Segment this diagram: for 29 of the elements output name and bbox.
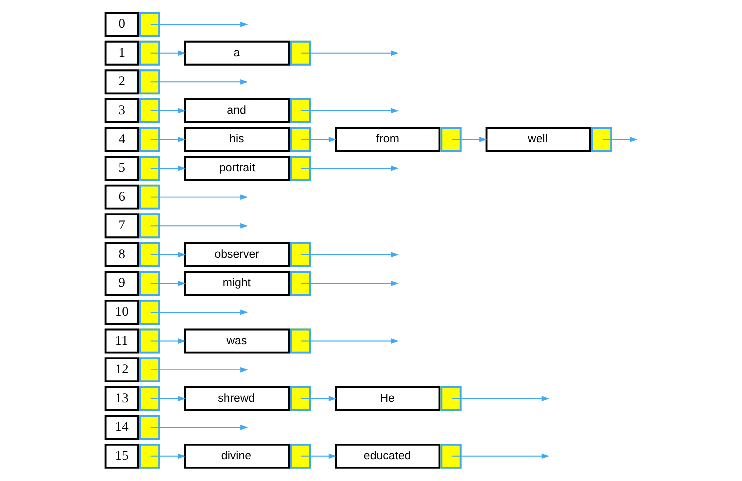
arrow	[301, 50, 399, 56]
arrow	[301, 338, 399, 344]
arrow	[150, 166, 186, 172]
arrow	[150, 367, 248, 373]
arrow	[301, 166, 399, 172]
arrow	[150, 424, 248, 430]
arrow	[150, 396, 186, 402]
arrow	[150, 338, 186, 344]
arrow	[301, 137, 337, 142]
arrow	[150, 281, 186, 286]
arrow	[301, 454, 337, 460]
arrow	[602, 137, 638, 142]
arrow	[452, 454, 550, 460]
arrow	[150, 22, 248, 28]
arrow	[150, 50, 186, 56]
arrow	[301, 281, 399, 286]
arrow	[150, 108, 186, 114]
arrow	[150, 454, 186, 460]
arrow	[301, 108, 399, 114]
arrow	[452, 396, 550, 402]
arrow	[150, 223, 248, 229]
arrow	[150, 194, 248, 200]
arrow	[452, 137, 488, 142]
arrow	[150, 252, 186, 258]
arrow	[150, 79, 248, 85]
arrow	[301, 252, 399, 258]
arrow	[150, 137, 186, 142]
arrow	[150, 310, 248, 316]
arrow	[301, 396, 337, 402]
